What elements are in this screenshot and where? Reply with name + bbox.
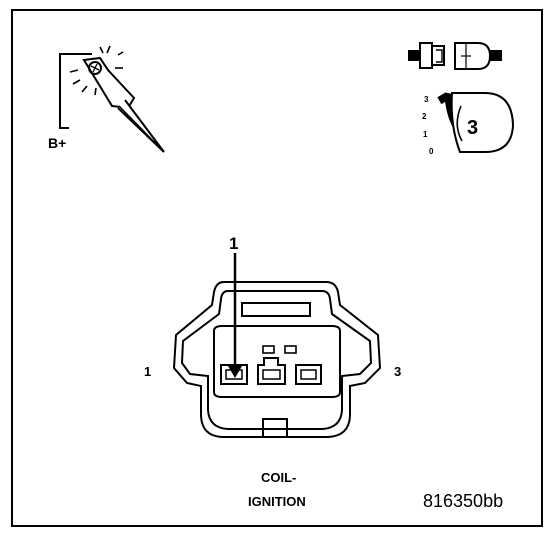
- connector-keying-rib: [241, 302, 311, 317]
- connector-inner-shell: [180, 290, 373, 430]
- pin-callout-label: 1: [229, 234, 239, 253]
- key-tick-2: 2: [422, 112, 427, 121]
- connector-outer-shell: [172, 281, 382, 438]
- probe-light-rays: [69, 45, 124, 96]
- left-pin-number-label: 1: [144, 364, 152, 379]
- right-pin-number-label: 3: [394, 364, 402, 379]
- terminal-pin-1: [220, 364, 248, 385]
- key-tick-1: 1: [423, 130, 428, 139]
- test-probe-icon: [59, 53, 165, 153]
- pin-1-arrowhead: [228, 366, 242, 378]
- connector-bottom-latch: [262, 418, 288, 437]
- probe-b-plus-label: B+: [48, 135, 67, 151]
- latch-window-right: [284, 345, 297, 354]
- figure-id-label: 816350bb: [423, 491, 504, 511]
- key-tick-0: 0: [429, 147, 434, 156]
- diagram-frame: [11, 9, 543, 527]
- latch-window-left: [262, 345, 275, 354]
- connector-caption-line-1: COIL-: [261, 470, 297, 485]
- connector-pin-cavity: [213, 325, 341, 398]
- key-tick-3: 3: [424, 95, 429, 104]
- ignition-key-icon: [437, 92, 515, 153]
- connector-caption-line-2: IGNITION: [248, 494, 306, 509]
- unplugged-connector-icon: [408, 42, 502, 70]
- terminal-pin-3: [295, 364, 322, 385]
- terminal-pin-2: [257, 357, 286, 385]
- key-position-number: 3: [467, 117, 479, 139]
